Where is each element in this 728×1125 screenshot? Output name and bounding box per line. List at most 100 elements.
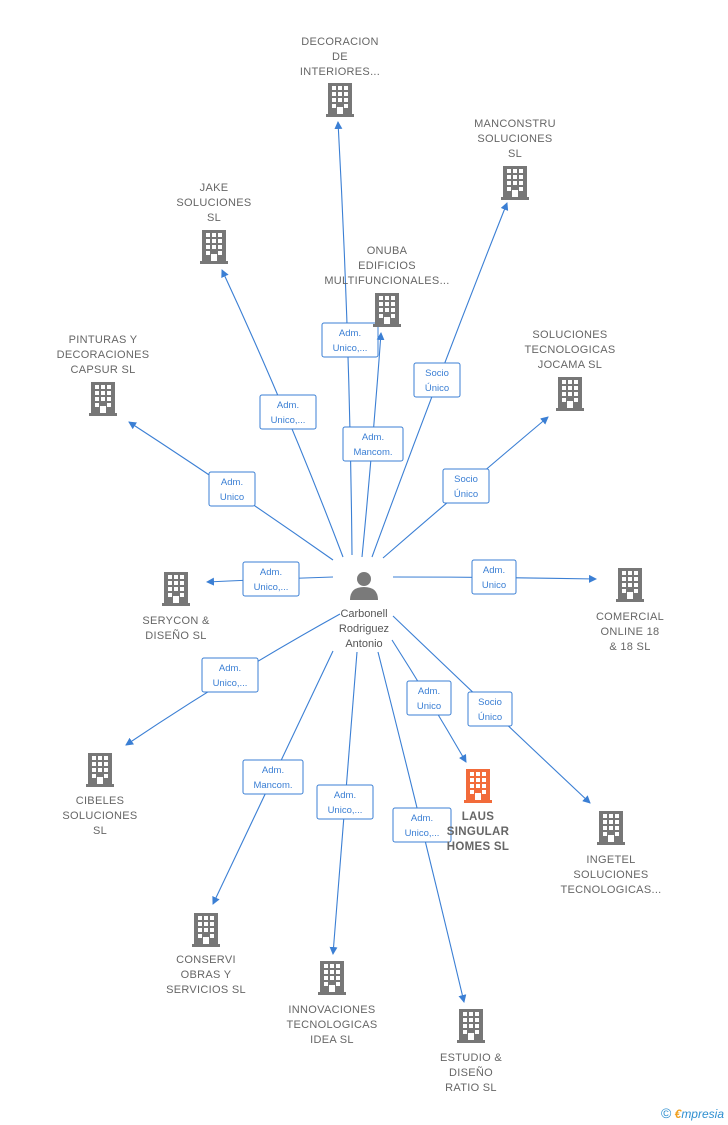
role-label-box bbox=[201, 657, 259, 693]
company-node-manconstru[interactable]: MANCONSTRU SOLUCIONES SL bbox=[474, 118, 556, 200]
company-node-onuba[interactable]: ONUBAEDIFICIOSMULTIFUNCIONALES... bbox=[324, 245, 449, 327]
person-icon bbox=[350, 572, 378, 600]
company-name-line: INTERIORES... bbox=[300, 66, 380, 78]
building-icon bbox=[464, 769, 492, 803]
role-label-box bbox=[471, 559, 517, 595]
building-icon bbox=[556, 377, 584, 411]
company-node-innovaciones[interactable]: INNOVACIONES TECNOLOGICAS IDEA SL bbox=[286, 961, 377, 1046]
company-node-soluciones-jocama[interactable]: SOLUCIONES TECNOLOGICAS JOCAMA SL bbox=[524, 329, 615, 411]
role-label[interactable]: Adm. Mancom. bbox=[242, 759, 304, 795]
company-name-line: INGETEL bbox=[586, 854, 635, 866]
role-label-text: Adm. bbox=[260, 567, 282, 578]
company-node-decoracion[interactable]: DECORACIONDEINTERIORES... bbox=[300, 36, 380, 117]
role-label-text: Unico,... bbox=[271, 415, 306, 426]
role-label-text: Único bbox=[454, 489, 478, 500]
person-name-line: Rodriguez bbox=[339, 623, 389, 635]
role-label-box bbox=[467, 691, 513, 727]
role-label-box bbox=[208, 471, 256, 507]
company-name-line: JOCAMA SL bbox=[538, 359, 602, 371]
role-label-text: Adm. bbox=[418, 686, 440, 697]
role-label-text: Unico bbox=[417, 701, 441, 712]
role-label[interactable]: Adm.Unico,... bbox=[259, 394, 317, 430]
company-name-line: SOLUCIONES bbox=[176, 197, 251, 209]
company-name-line: SOLUCIONES bbox=[62, 810, 137, 822]
building-icon bbox=[89, 382, 117, 416]
empresia-brand: © €mpresia bbox=[661, 1105, 724, 1121]
company-name-line: INNOVACIONES bbox=[288, 1004, 375, 1016]
company-node-ingetel[interactable]: INGETELSOLUCIONESTECNOLOGICAS... bbox=[560, 811, 661, 896]
company-name-line: SL bbox=[508, 148, 522, 160]
company-name-line: OBRAS Y bbox=[181, 969, 232, 981]
role-label[interactable]: Adm. Unico bbox=[208, 471, 256, 507]
company-name-line: DECORACIONES bbox=[57, 349, 150, 361]
building-icon bbox=[318, 961, 346, 995]
company-name-line: CONSERVI bbox=[176, 954, 236, 966]
building-icon bbox=[86, 753, 114, 787]
role-label-box bbox=[316, 784, 374, 820]
company-name-line: JAKE bbox=[200, 182, 229, 194]
building-icon bbox=[597, 811, 625, 845]
company-name-line: SL bbox=[93, 825, 107, 837]
role-label-text: Unico bbox=[482, 580, 506, 591]
person-name-line: Antonio bbox=[345, 638, 382, 650]
company-name-line: EDIFICIOS bbox=[358, 260, 416, 272]
role-label[interactable]: Adm.Mancom. bbox=[342, 426, 404, 462]
role-label-text: Único bbox=[478, 712, 502, 723]
company-name-line: SERYCON & bbox=[142, 615, 210, 627]
role-label-text: Unico bbox=[220, 492, 244, 503]
building-icon bbox=[457, 1009, 485, 1043]
role-label-text: Unico,... bbox=[405, 828, 440, 839]
company-name-line: ESTUDIO & bbox=[440, 1052, 502, 1064]
role-label-text: Adm. bbox=[221, 477, 243, 488]
company-name-line: MULTIFUNCIONALES... bbox=[324, 275, 449, 287]
role-label-text: Adm. bbox=[219, 663, 241, 674]
company-name-line: DISEÑO bbox=[449, 1066, 493, 1079]
role-label-text: Unico,... bbox=[213, 678, 248, 689]
role-label[interactable]: Adm.Unico,... bbox=[316, 784, 374, 820]
company-name-line: SOLUCIONES bbox=[532, 329, 607, 341]
role-label[interactable]: Adm.Unico bbox=[471, 559, 517, 595]
company-name-line: TECNOLOGICAS bbox=[286, 1019, 377, 1031]
role-label[interactable]: Adm.Unico,... bbox=[392, 807, 452, 843]
company-name-line: LAUS bbox=[462, 811, 495, 823]
company-node-serycon[interactable]: SERYCON &DISEÑO SL bbox=[142, 572, 210, 642]
role-label-text: Socio bbox=[478, 697, 502, 708]
role-label-text: Unico,... bbox=[333, 343, 368, 354]
role-label-text: Adm. bbox=[262, 765, 284, 776]
role-label[interactable]: Adm. Unico,... bbox=[201, 657, 259, 693]
company-name-line: IDEA SL bbox=[310, 1034, 354, 1046]
company-name-line: MANCONSTRU bbox=[474, 118, 556, 130]
company-name-line: CAPSUR SL bbox=[70, 364, 135, 376]
building-icon bbox=[162, 572, 190, 606]
building-icon bbox=[373, 293, 401, 327]
role-label-text: Adm. bbox=[362, 432, 384, 443]
building-icon bbox=[501, 166, 529, 200]
role-label-box bbox=[406, 680, 452, 716]
role-label-text: Socio bbox=[454, 474, 478, 485]
building-icon bbox=[200, 230, 228, 264]
building-icon bbox=[326, 83, 354, 117]
role-label-box bbox=[259, 394, 317, 430]
person-node[interactable]: Carbonell Rodriguez Antonio bbox=[339, 572, 389, 650]
company-name-line: SOLUCIONES bbox=[477, 133, 552, 145]
role-label[interactable]: Adm.Unico,... bbox=[321, 322, 379, 358]
role-label[interactable]: Adm. Unico bbox=[406, 680, 452, 716]
role-label-text: Unico,... bbox=[328, 805, 363, 816]
company-name-line: TECNOLOGICAS... bbox=[560, 884, 661, 896]
company-name-line: DE bbox=[332, 51, 348, 63]
role-label[interactable]: Adm.Unico,... bbox=[242, 561, 300, 597]
role-label-text: Mancom. bbox=[253, 780, 292, 791]
person-name-line: Carbonell bbox=[340, 608, 387, 620]
company-name-line: TECNOLOGICAS bbox=[524, 344, 615, 356]
